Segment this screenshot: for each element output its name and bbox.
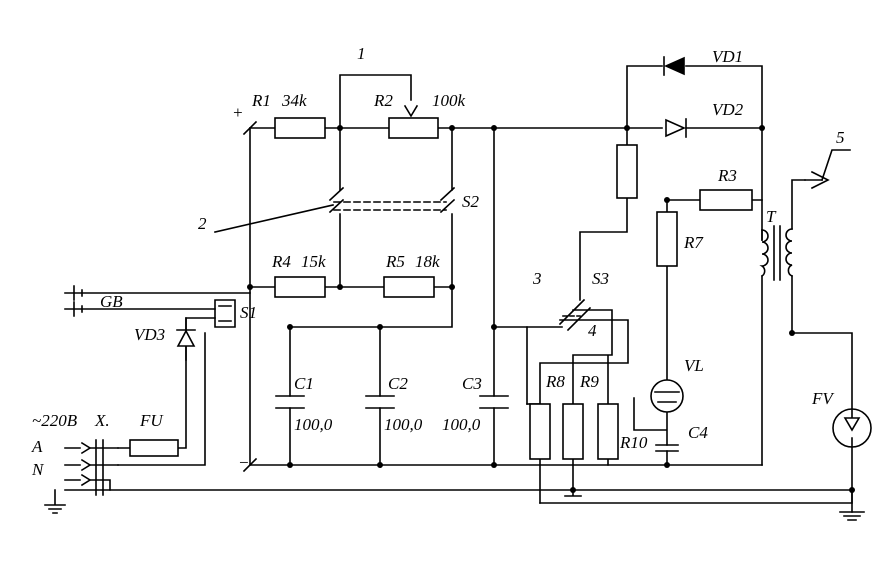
component-vd3 [176, 329, 196, 347]
label-fu: FU [139, 411, 164, 430]
label-r1-value: 34k [281, 91, 307, 110]
component-r5 [383, 276, 435, 298]
component-r3 [699, 189, 753, 211]
label-t: T [766, 207, 777, 226]
component-c4 [655, 444, 679, 452]
switch-s2 [214, 186, 456, 233]
label-fv: FV [811, 389, 835, 408]
wires [64, 65, 853, 513]
label-vd2: VD2 [712, 100, 744, 119]
label-mains: ~220B [32, 411, 78, 430]
label-neutral-n: N [31, 460, 45, 479]
component-c2 [365, 395, 395, 409]
label-c2-value: 100,0 [384, 415, 423, 434]
callout-1: 1 [357, 44, 366, 63]
label-c3-value: 100,0 [442, 415, 481, 434]
component-r9 [562, 403, 584, 460]
label-minus: − [238, 453, 249, 472]
component-r2 [388, 104, 439, 139]
component-r7 [656, 211, 678, 267]
component-fv [832, 408, 872, 448]
junction-dots [247, 125, 855, 493]
switch-s1 [214, 299, 236, 328]
label-vl: VL [684, 356, 704, 375]
component-c3 [479, 395, 509, 409]
component-gb [73, 285, 83, 317]
component-c1 [275, 395, 305, 409]
terminals [242, 120, 258, 473]
callout-4: 4 [588, 321, 597, 340]
label-vd3: VD3 [134, 325, 165, 344]
label-vd1: VD1 [712, 47, 743, 66]
label-r1: R1 [251, 91, 271, 110]
component-r10 [597, 403, 619, 460]
labels: + − R1 34k R2 100k 1 2 S2 R4 15k R5 18k … [31, 44, 845, 479]
component-r8 [529, 403, 551, 460]
output-arrow-5 [804, 149, 851, 190]
label-r5: R5 [385, 252, 405, 271]
label-plug-x: X. [94, 411, 110, 430]
label-r4: R4 [271, 252, 291, 271]
label-r4-value: 15k [301, 252, 326, 271]
label-c4: C4 [688, 423, 708, 442]
component-vl [650, 379, 684, 413]
callout-3: 3 [532, 269, 542, 288]
label-phase-a: A [31, 437, 43, 456]
label-s1: S1 [240, 303, 257, 322]
component-plug-x [64, 439, 119, 496]
switch-s3 [558, 298, 592, 332]
label-c1-value: 100,0 [294, 415, 333, 434]
callout-2: 2 [198, 214, 207, 233]
label-r2: R2 [373, 91, 393, 110]
label-r5-value: 18k [415, 252, 440, 271]
component-fu [129, 439, 179, 457]
label-r7: R7 [683, 233, 704, 252]
component-r1 [274, 117, 326, 139]
component-vd2 [665, 118, 687, 138]
component-r6 [616, 144, 638, 199]
label-r9: R9 [579, 372, 599, 391]
label-c1: C1 [294, 374, 314, 393]
label-s3: S3 [592, 269, 609, 288]
label-r2-value: 100k [432, 91, 466, 110]
label-gb: GB [100, 292, 123, 311]
ground-symbols [44, 489, 865, 521]
label-r8: R8 [545, 372, 565, 391]
component-vd1 [663, 56, 685, 76]
label-plus: + [232, 103, 243, 122]
label-c3: C3 [462, 374, 482, 393]
component-r4 [274, 276, 326, 298]
callout-5: 5 [836, 128, 845, 147]
component-transformer-t [759, 225, 794, 281]
label-r3: R3 [717, 166, 737, 185]
label-s2: S2 [462, 192, 480, 211]
label-c2: C2 [388, 374, 408, 393]
label-r10: R10 [619, 433, 648, 452]
